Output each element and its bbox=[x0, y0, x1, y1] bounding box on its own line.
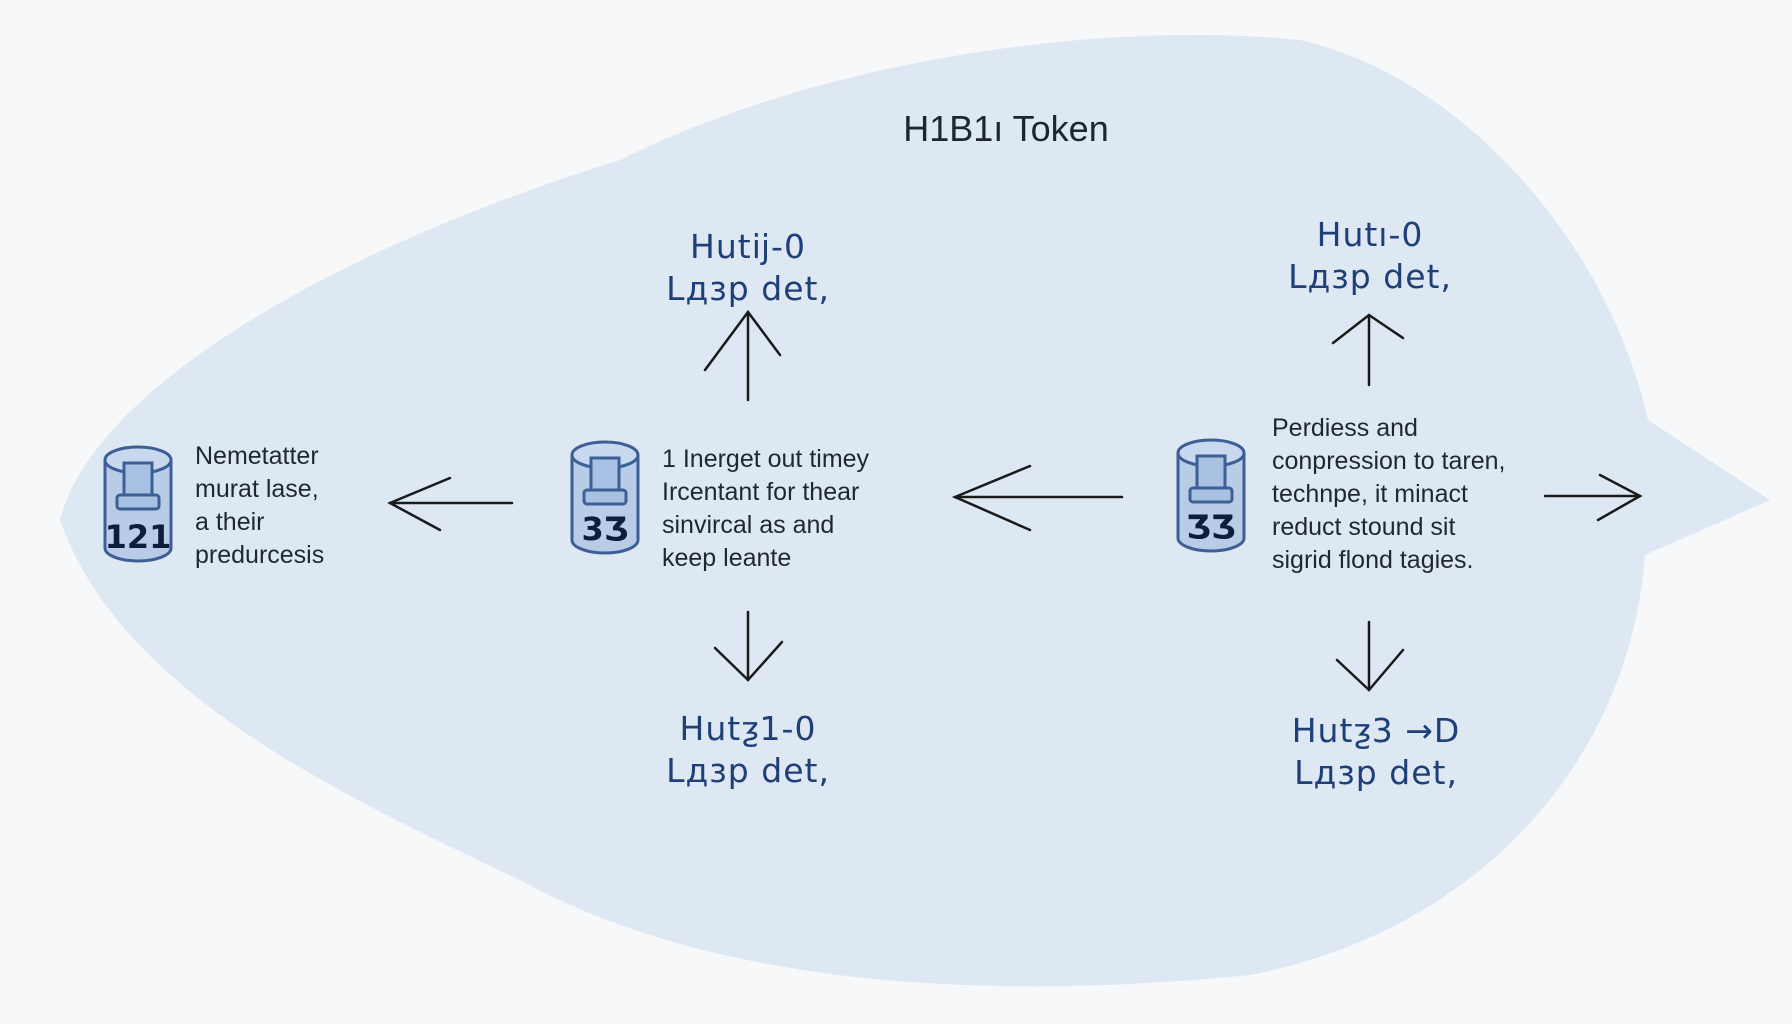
description-line: sigrid flond tagies. bbox=[1272, 546, 1474, 574]
description-line: a their bbox=[195, 508, 265, 536]
node-label-line: Lдзp det, bbox=[1288, 257, 1452, 296]
background-blob bbox=[60, 35, 1770, 987]
node-label-line: Hutƺ1-0 bbox=[679, 709, 817, 748]
node-label-line: Lдзp det, bbox=[666, 269, 830, 308]
node-label-line: Lдзp det, bbox=[666, 751, 830, 790]
database-number: 3Ʒ bbox=[582, 510, 629, 548]
description-line: Perdiess and bbox=[1272, 414, 1418, 442]
description-line: technpe, it minact bbox=[1272, 480, 1468, 508]
node-label-line: Hutƺ3 →D bbox=[1291, 711, 1461, 750]
database-description: Nemetatter murat lase, a their predurces… bbox=[195, 440, 324, 572]
description-line: sinvircal as and bbox=[662, 511, 835, 539]
database-number: 121 bbox=[105, 518, 172, 556]
arrow-left-icon bbox=[387, 476, 514, 532]
description-line: predurcesis bbox=[195, 541, 325, 569]
description-line: reduct stound sit bbox=[1272, 513, 1456, 541]
node-label-line: Hutı-0 bbox=[1316, 215, 1424, 254]
node-label-top-center: Hutĳ-0 Lдзp det, bbox=[628, 226, 868, 310]
database-number: ƷƷ bbox=[1186, 508, 1235, 546]
node-label-bottom-right: Hutƺ3 →D Lдзp det, bbox=[1256, 710, 1496, 794]
arrow-down-icon bbox=[1335, 620, 1405, 692]
description-line: conpression to taren, bbox=[1272, 447, 1506, 475]
database-description: Perdiess and conpression to taren, techn… bbox=[1272, 412, 1505, 577]
database-icon: 121 bbox=[103, 445, 173, 563]
description-line: 1 Inerget out timey bbox=[662, 445, 870, 473]
description-line: Nemetatter bbox=[195, 442, 319, 470]
diagram-title: H1B1ı Token bbox=[903, 108, 1109, 149]
node-label-line: Hutĳ-0 bbox=[690, 227, 806, 266]
node-label-line: Lдзp det, bbox=[1294, 753, 1458, 792]
database-icon: 3Ʒ bbox=[570, 440, 640, 555]
node-label-bottom-center: Hutƺ1-0 Lдзp det, bbox=[628, 708, 868, 792]
database-icon: ƷƷ bbox=[1176, 438, 1246, 553]
description-line: keep leante bbox=[662, 544, 792, 572]
node-label-top-right: Hutı-0 Lдзp det, bbox=[1250, 214, 1490, 298]
arrow-up-icon bbox=[1331, 313, 1405, 387]
database-description: 1 Inerget out timey Ircentant for thear … bbox=[662, 443, 869, 575]
arrow-right-icon bbox=[1543, 473, 1643, 522]
arrow-up-icon bbox=[703, 309, 782, 402]
arrow-down-icon bbox=[713, 610, 784, 682]
description-line: murat lase, bbox=[195, 475, 319, 503]
description-line: Ircentant for thear bbox=[662, 478, 860, 506]
arrow-left-icon bbox=[951, 464, 1124, 532]
